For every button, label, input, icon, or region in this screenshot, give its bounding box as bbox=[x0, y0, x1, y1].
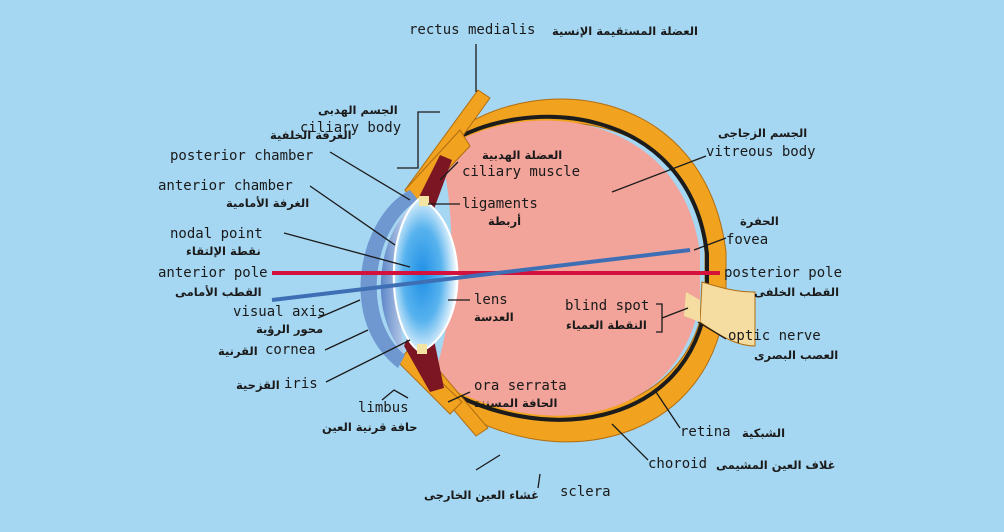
label-sclera: sclera bbox=[560, 484, 611, 500]
label-nodal-point-ar: نقطة الإلتقاء bbox=[186, 244, 261, 258]
label-anterior-pole: anterior pole bbox=[158, 265, 268, 281]
label-iris: iris bbox=[284, 376, 318, 392]
label-cornea: cornea bbox=[265, 342, 316, 358]
label-fovea: fovea bbox=[726, 232, 769, 248]
label-choroid: choroid bbox=[648, 456, 708, 472]
label-fovea-ar: الحفرة bbox=[740, 214, 779, 228]
vitreous-body bbox=[432, 120, 700, 416]
label-sclera-ar: غشاء العين الخارجى bbox=[424, 488, 539, 502]
label-rectus-medialis: rectus medialis bbox=[409, 22, 536, 38]
label-posterior-chamber-ar: الغرفة الخلفية bbox=[270, 128, 352, 142]
label-ciliary-body: ciliary body bbox=[300, 120, 402, 136]
label-limbus: limbus bbox=[358, 400, 409, 416]
label-visual-axis: visual axis bbox=[233, 304, 326, 320]
label-ciliary-muscle-ar: العضلة الهدبية bbox=[482, 148, 563, 162]
label-anterior-chamber: anterior chamber bbox=[158, 178, 293, 194]
label-rectus-medialis-ar: العضلة المستقيمة الإنسية bbox=[552, 24, 698, 38]
label-optic-nerve: optic nerve bbox=[728, 328, 821, 344]
leader-lines bbox=[283, 44, 727, 489]
label-ligaments-ar: أربطة bbox=[488, 214, 522, 228]
optic-disc bbox=[684, 292, 700, 322]
label-anterior-chamber-ar: الغرفة الأمامية bbox=[226, 196, 310, 210]
choroid-line bbox=[434, 114, 709, 422]
label-ora-serrata: ora serrata bbox=[474, 378, 567, 394]
label-nodal-point: nodal point bbox=[170, 226, 263, 242]
label-vitreous-body: vitreous body bbox=[706, 144, 816, 160]
label-blind-spot-ar: النقطة العمياء bbox=[566, 318, 647, 332]
label-lens-ar: العدسة bbox=[474, 310, 514, 324]
label-visual-axis-ar: محور الرؤية bbox=[256, 322, 324, 336]
cornea bbox=[360, 190, 418, 368]
label-iris-ar: القزحية bbox=[236, 378, 280, 392]
label-choroid-ar: غلاف العين المشيمى bbox=[716, 458, 836, 472]
label-vitreous-body-ar: الجسم الزجاجى bbox=[718, 126, 808, 140]
label-cornea-ar: القرنية bbox=[218, 344, 258, 358]
label-posterior-chamber: posterior chamber bbox=[170, 148, 314, 164]
label-posterior-pole-ar: القطب الخلفى bbox=[754, 285, 840, 299]
ligament-upper bbox=[419, 196, 429, 206]
label-lens: lens bbox=[474, 292, 508, 308]
label-blind-spot: blind spot bbox=[565, 298, 650, 314]
label-limbus-ar: حافة قرنية العين bbox=[322, 420, 418, 434]
label-retina: retina bbox=[680, 424, 731, 440]
label-retina-ar: الشبكية bbox=[742, 426, 786, 440]
label-optic-nerve-ar: العصب البصرى bbox=[754, 348, 839, 362]
visual-axis-line bbox=[271, 248, 691, 302]
label-ligaments: ligaments bbox=[462, 196, 538, 212]
label-ciliary-muscle: ciliary muscle bbox=[462, 164, 581, 180]
ligament-lower bbox=[417, 344, 427, 354]
label-ora-serrata-ar: الحافة المسننة bbox=[474, 396, 558, 410]
label-posterior-pole: posterior pole bbox=[724, 265, 843, 281]
label-ciliary-body-ar: الجسم الهدبى bbox=[318, 103, 398, 117]
label-anterior-pole-ar: القطب الأمامى bbox=[175, 285, 262, 299]
